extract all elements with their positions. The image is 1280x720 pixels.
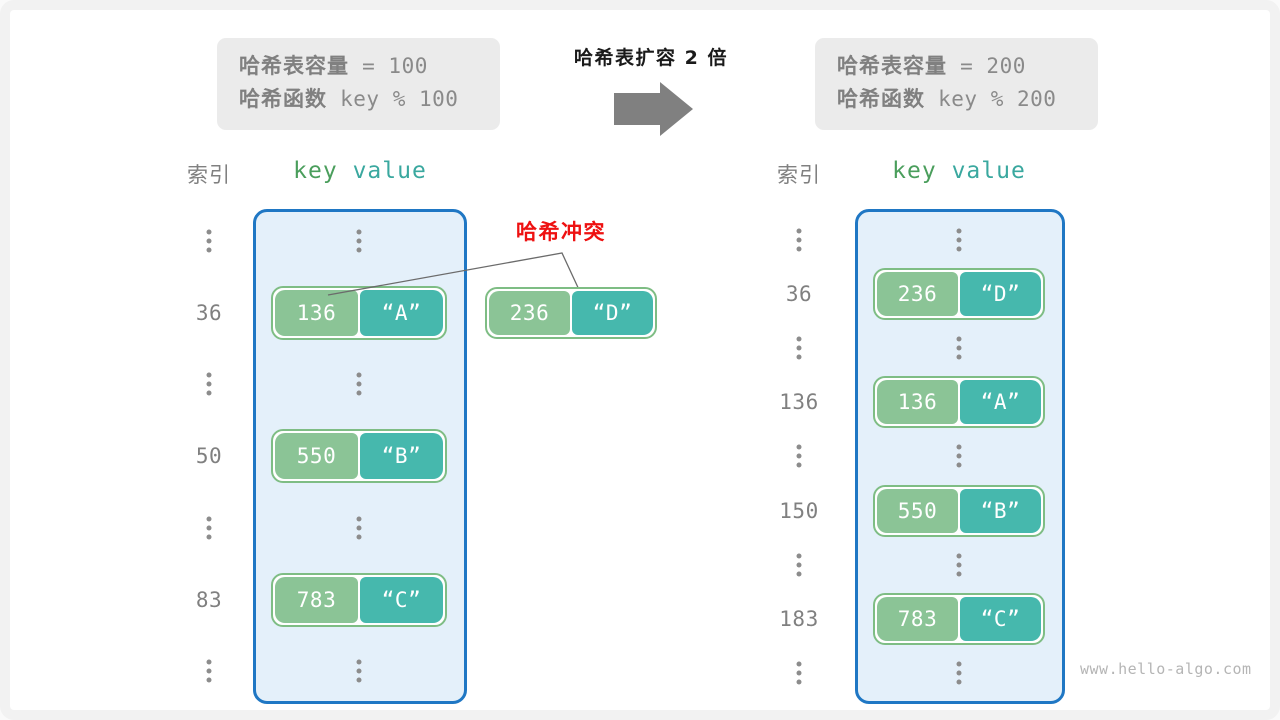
entry-key: 550 xyxy=(877,488,958,533)
left-function-label: 哈希函数 xyxy=(239,87,327,111)
left-capacity-value: = 100 xyxy=(349,54,428,78)
right-function-line: 哈希函数 key % 200 xyxy=(837,83,1076,116)
index-ellipsis-icon xyxy=(796,553,802,577)
bucket-ellipsis-icon xyxy=(956,553,962,577)
key-value-entry: 550“B” xyxy=(271,429,447,484)
bucket-ellipsis-icon xyxy=(956,228,962,252)
right-function-expr: key % 200 xyxy=(925,87,1057,111)
left-function-expr: key % 100 xyxy=(327,87,459,111)
index-label: 36 xyxy=(195,300,223,325)
entry-key: 236 xyxy=(877,272,958,317)
index-label: 50 xyxy=(195,444,223,469)
right-kv-header: key value xyxy=(892,158,1026,184)
right-capacity-line: 哈希表容量 = 200 xyxy=(837,50,1076,83)
key-value-entry: 550“B” xyxy=(873,484,1045,537)
right-value-header: value xyxy=(951,158,1026,184)
index-ellipsis-icon xyxy=(796,661,802,685)
key-value-entry: 136“A” xyxy=(271,285,447,340)
entry-value: “B” xyxy=(960,488,1041,533)
index-ellipsis-icon xyxy=(206,229,212,253)
bucket-ellipsis-icon xyxy=(356,516,362,540)
watermark: www.hello-algo.com xyxy=(1080,660,1252,678)
index-ellipsis-icon xyxy=(796,444,802,468)
entry-key: 783 xyxy=(877,596,958,641)
entry-key: 783 xyxy=(275,576,358,623)
right-function-label: 哈希函数 xyxy=(837,87,925,111)
floating-entry-key: 236 xyxy=(489,291,570,335)
bucket-ellipsis-icon xyxy=(956,336,962,360)
index-ellipsis-icon xyxy=(796,228,802,252)
bucket-ellipsis-icon xyxy=(356,659,362,683)
entry-value: “A” xyxy=(360,289,443,336)
left-key-header: key xyxy=(293,158,338,184)
left-value-header: value xyxy=(352,158,427,184)
right-capacity-label: 哈希表容量 xyxy=(837,54,947,78)
index-label: 136 xyxy=(779,390,819,415)
index-label: 150 xyxy=(779,498,819,523)
index-ellipsis-icon xyxy=(206,659,212,683)
entry-value: “C” xyxy=(960,596,1041,641)
left-kv-header: key value xyxy=(293,158,427,184)
collision-label: 哈希冲突 xyxy=(516,220,606,244)
right-arrow-icon xyxy=(614,82,693,136)
entry-value: “C” xyxy=(360,576,443,623)
key-value-entry: 783“C” xyxy=(271,572,447,627)
key-value-entry: 236“D” xyxy=(873,268,1045,321)
floating-collision-entry: 236 “D” xyxy=(485,287,657,339)
entry-key: 136 xyxy=(877,380,958,425)
left-hash-config-box: 哈希表容量 = 100 哈希函数 key % 100 xyxy=(217,38,500,130)
right-key-header: key xyxy=(892,158,937,184)
bucket-ellipsis-icon xyxy=(956,661,962,685)
key-value-entry: 136“A” xyxy=(873,376,1045,429)
right-hash-config-box: 哈希表容量 = 200 哈希函数 key % 200 xyxy=(815,38,1098,130)
index-label: 83 xyxy=(195,587,223,612)
index-label: 36 xyxy=(785,282,813,307)
key-value-entry: 783“C” xyxy=(873,592,1045,645)
entry-value: “B” xyxy=(360,433,443,480)
left-capacity-line: 哈希表容量 = 100 xyxy=(239,50,478,83)
right-capacity-value: = 200 xyxy=(947,54,1026,78)
entry-key: 136 xyxy=(275,289,358,336)
left-function-line: 哈希函数 key % 100 xyxy=(239,83,478,116)
left-index-header: 索引 xyxy=(187,163,231,187)
floating-entry-value: “D” xyxy=(572,291,653,335)
bucket-ellipsis-icon xyxy=(356,372,362,396)
index-label: 183 xyxy=(779,606,819,631)
right-index-header: 索引 xyxy=(777,163,821,187)
entry-key: 550 xyxy=(275,433,358,480)
entry-value: “A” xyxy=(960,380,1041,425)
entry-value: “D” xyxy=(960,272,1041,317)
transform-title: 哈希表扩容 2 倍 xyxy=(574,47,728,69)
index-ellipsis-icon xyxy=(206,516,212,540)
bucket-ellipsis-icon xyxy=(956,444,962,468)
left-capacity-label: 哈希表容量 xyxy=(239,54,349,78)
bucket-ellipsis-icon xyxy=(356,229,362,253)
index-ellipsis-icon xyxy=(206,372,212,396)
index-ellipsis-icon xyxy=(796,336,802,360)
